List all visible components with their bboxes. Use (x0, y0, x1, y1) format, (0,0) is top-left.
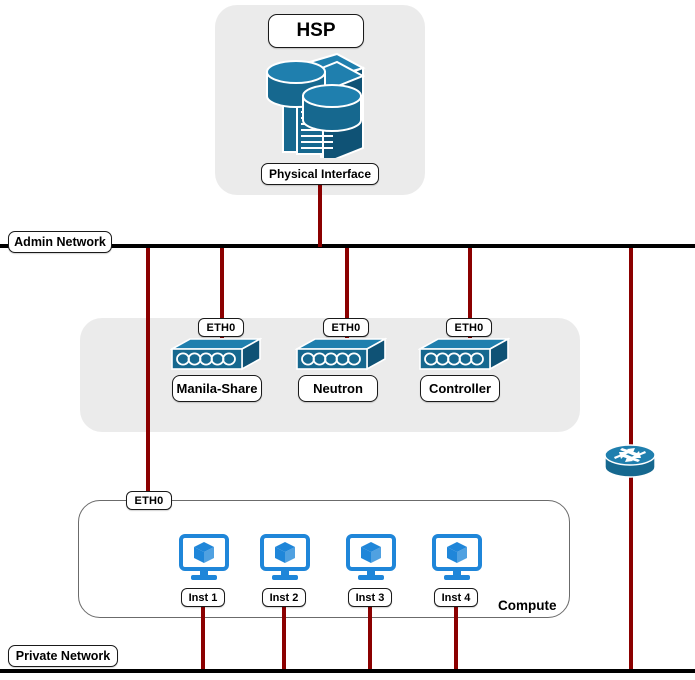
hsp-title-badge[interactable]: HSP (268, 14, 364, 48)
instance-label-inst2[interactable]: Inst 2 (262, 588, 306, 607)
physical-interface-badge[interactable]: Physical Interface (261, 163, 379, 185)
admin-network-label[interactable]: Admin Network (8, 231, 112, 253)
eth0-badge-manila-share[interactable]: ETH0 (198, 318, 244, 337)
private-network-bus (0, 669, 695, 673)
storage-server-icon (259, 48, 367, 158)
instance-monitor-icon-inst3[interactable] (345, 533, 397, 581)
switch-icon-neutron (295, 337, 387, 375)
link-inst1-to-private (201, 604, 205, 672)
eth0-badge-controller[interactable]: ETH0 (446, 318, 492, 337)
link-inst3-to-private (368, 604, 372, 672)
switch-icon-manila-share (170, 337, 262, 375)
link-inst4-to-private (454, 604, 458, 672)
eth0-badge-compute[interactable]: ETH0 (126, 491, 172, 510)
link-admin-to-neutron (345, 246, 349, 338)
eth0-badge-neutron[interactable]: ETH0 (323, 318, 369, 337)
link-admin-to-compute (146, 246, 150, 501)
link-inst2-to-private (282, 604, 286, 672)
instance-monitor-icon-inst1[interactable] (178, 533, 230, 581)
node-label-neutron[interactable]: Neutron (298, 375, 378, 402)
node-label-manila-share[interactable]: Manila-Share (172, 375, 262, 402)
instance-label-inst1[interactable]: Inst 1 (181, 588, 225, 607)
router-icon[interactable] (602, 441, 658, 481)
compute-box (78, 500, 570, 618)
switch-icon-controller (418, 337, 510, 375)
instance-monitor-icon-inst2[interactable] (259, 533, 311, 581)
node-label-controller[interactable]: Controller (420, 375, 500, 402)
admin-network-bus (0, 244, 695, 248)
compute-label: Compute (498, 598, 557, 613)
instance-label-inst3[interactable]: Inst 3 (348, 588, 392, 607)
instance-label-inst4[interactable]: Inst 4 (434, 588, 478, 607)
private-network-label[interactable]: Private Network (8, 645, 118, 667)
link-admin-to-controller (468, 246, 472, 338)
link-hsp-to-admin (318, 185, 322, 247)
link-admin-to-manila-share (220, 246, 224, 338)
instance-monitor-icon-inst4[interactable] (431, 533, 483, 581)
